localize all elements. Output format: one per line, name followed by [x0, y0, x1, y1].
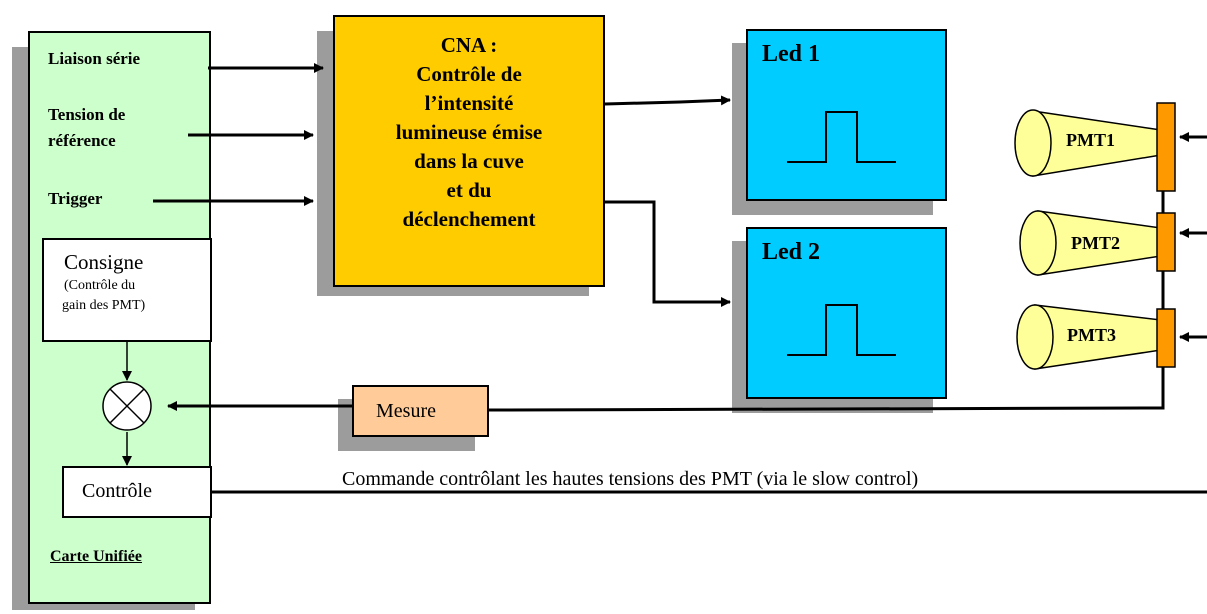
cna-line-6: et du	[446, 178, 492, 202]
pmt2-window	[1019, 210, 1057, 276]
led-1-pulse	[787, 111, 896, 163]
pmt3-window	[1016, 304, 1054, 370]
cna-box: CNA : Contrôle de l’intensité lumineuse …	[333, 15, 605, 287]
cna-line-7: déclenchement	[402, 207, 536, 231]
mesure-label: Mesure	[376, 400, 436, 422]
pmt3-label: PMT3	[1067, 325, 1116, 345]
consigne-box: Consigne (Contrôle du gain des PMT)	[42, 238, 212, 342]
command-label: Commande contrôlant les hautes tensions …	[342, 468, 919, 490]
pmt1-base	[1156, 102, 1176, 192]
pmt2-label: PMT2	[1071, 233, 1120, 253]
led-2-label: Led 2	[762, 239, 821, 265]
controle-label: Contrôle	[82, 480, 152, 502]
led-1-box: Led 1	[746, 29, 947, 201]
input-label-tension-line1: Tension de	[48, 105, 126, 124]
pmt1-label: PMT1	[1066, 130, 1115, 150]
consigne-subtitle-line2: gain des PMT)	[62, 298, 146, 313]
consigne-subtitle-line1: (Contrôle du	[64, 278, 136, 293]
cna-line-2: Contrôle de	[416, 62, 522, 86]
cna-line-3: l’intensité	[424, 91, 514, 115]
input-label-tension-line2: référence	[48, 131, 116, 150]
consigne-title: Consigne	[64, 250, 144, 274]
cna-line-5: dans la cuve	[414, 149, 524, 173]
led-2-pulse	[787, 304, 896, 356]
controle-box: Contrôle	[62, 466, 212, 518]
cna-line-4: lumineuse émise	[395, 120, 543, 144]
led-1-label: Led 1	[762, 41, 821, 67]
arrow-cna-to-led1	[604, 95, 731, 106]
pmt3-base	[1156, 308, 1176, 368]
led-2-box: Led 2	[746, 227, 947, 399]
pmt2-base	[1156, 212, 1176, 272]
cna-line-1: CNA :	[440, 33, 498, 57]
arrow-cna-to-led2	[605, 200, 731, 307]
mixer-cross-b	[109, 388, 145, 424]
pmt1-window	[1014, 109, 1052, 177]
mesure-box: Mesure	[352, 385, 489, 437]
line-pmt-to-mesure	[488, 148, 1165, 412]
card-name: Carte Unifiée	[50, 548, 142, 565]
input-label-liaison-serie: Liaison série	[48, 49, 141, 68]
input-label-trigger: Trigger	[48, 189, 103, 208]
